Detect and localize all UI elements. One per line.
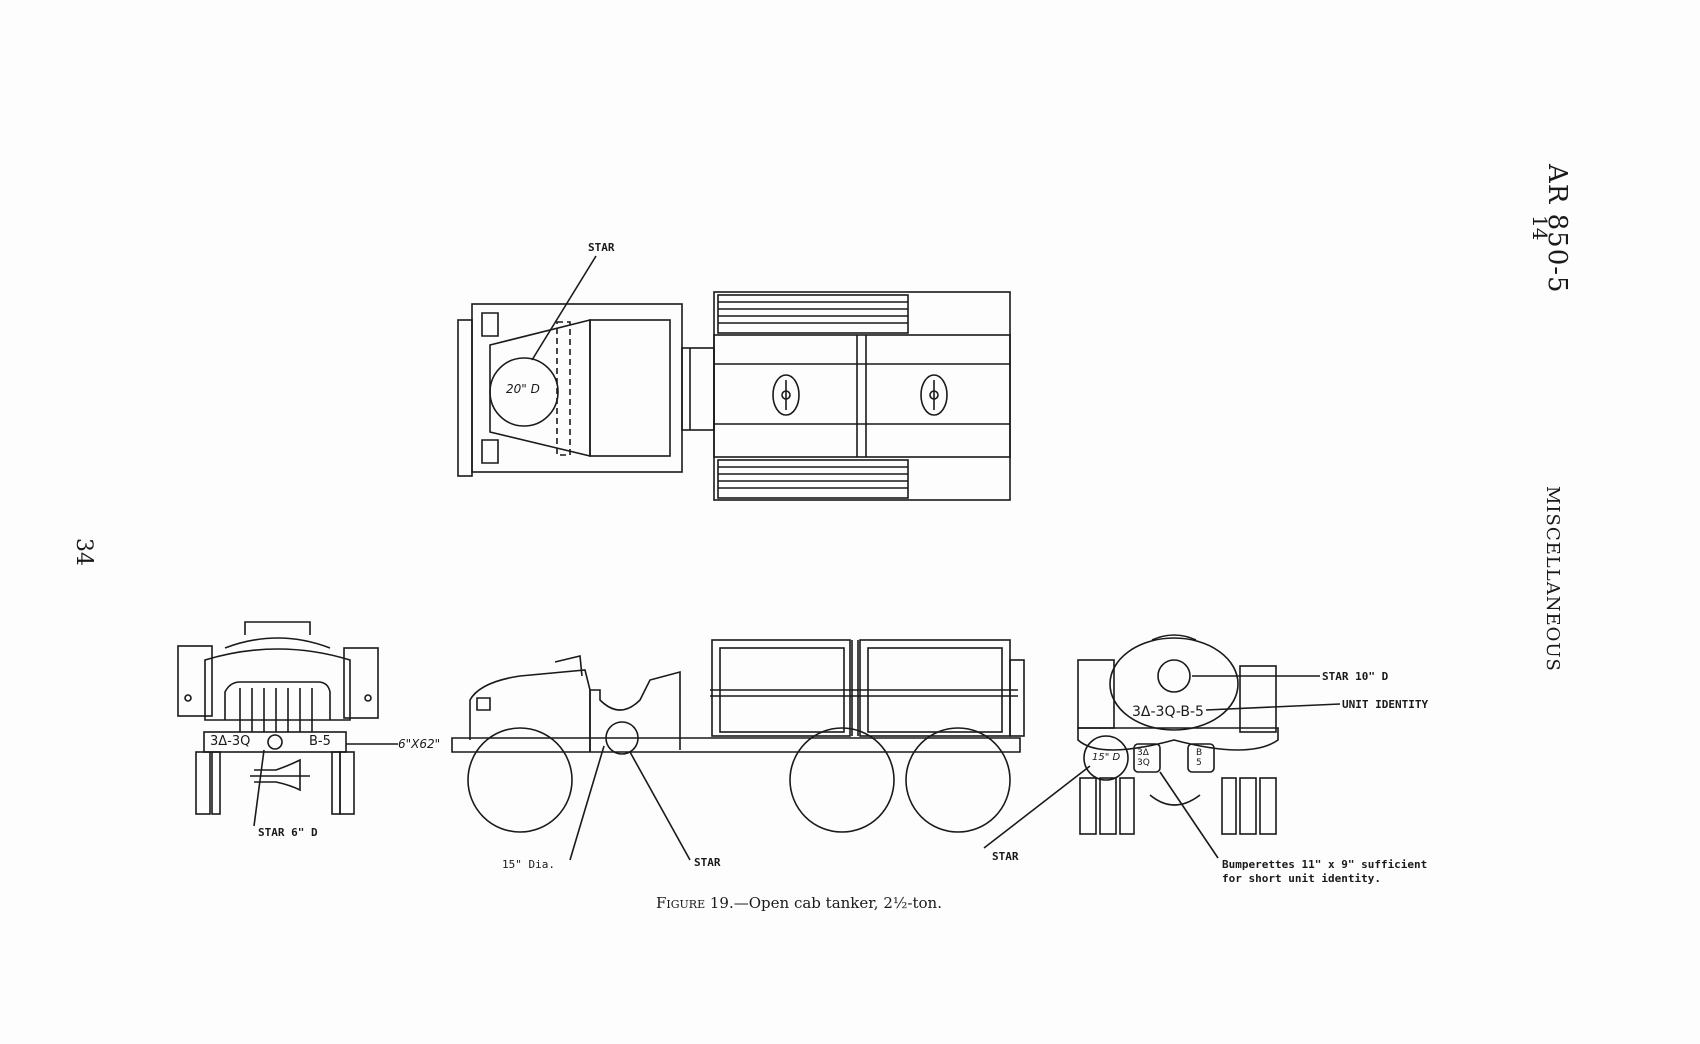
top-star-label: STAR [588,241,615,254]
side-diameter-label: 15" Dia. [502,858,555,871]
rear-view [983,634,1341,859]
front-dimension-label: 6"X62" [398,737,441,751]
rear-unit-identity-label: UNIT IDENTITY [1342,698,1429,711]
rear-bumperette-right-text: B 5 [1196,748,1203,768]
figure-caption-text: —Open cab tanker, 2½-ton. [733,894,942,912]
figure-caption: Figure 19.—Open cab tanker, 2½-ton. [656,894,942,912]
rear-star-label: STAR [992,850,1019,863]
front-star-label: STAR 6" D [258,826,318,839]
rear-circle-dimension: 15" D [1092,752,1121,763]
side-star-label: STAR [694,856,721,869]
top-dimension-label: 20" D [506,382,540,396]
top-view [457,255,1011,501]
front-bumper-text-right: B-5 [309,734,331,749]
side-view [451,639,1025,861]
rear-star-size-label: STAR 10" D [1322,670,1389,683]
rear-bumperette-left-text: 3Δ 3Q [1137,748,1150,768]
front-bumper-text-left: 3Δ-3Q [210,734,251,749]
bumperettes-note-line2: for short unit identity. [1222,872,1381,885]
figure-caption-label: Figure 19. [656,894,734,912]
rear-tank-identity-text: 3Δ-3Q-B-5 [1132,704,1204,720]
front-view [177,621,398,827]
bumperettes-note-line1: Bumperettes 11" x 9" sufficient [1222,858,1428,871]
